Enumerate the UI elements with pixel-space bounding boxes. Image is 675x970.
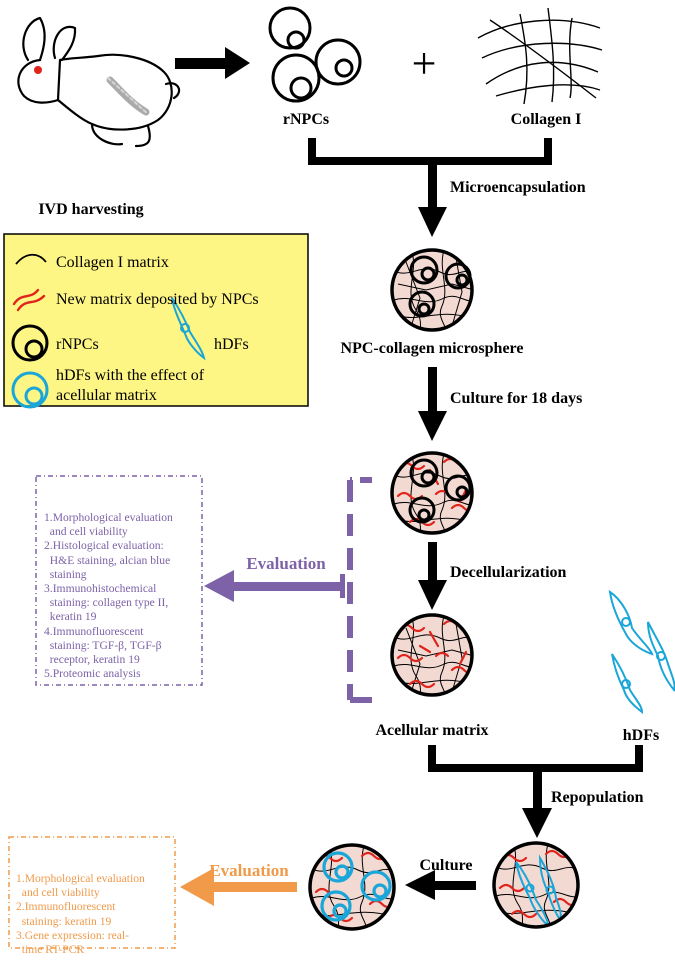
legend-hdfs-effect-2: acellular matrix [56,387,157,404]
evaluation-item: staining [44,567,87,581]
legend-rnpcs: rNPCs [56,336,99,353]
evaluation-item: receptor, keratin 19 [44,653,140,667]
evaluation-bracket-purple [347,477,372,703]
culture-label: Culture [419,857,472,874]
evaluation-item: and cell viability [44,525,128,539]
legend-new-matrix: New matrix deposited by NPCs [56,291,259,308]
evaluation-item: 3.Immunohistochemical [44,582,157,596]
evaluation-item: 2.Histological evaluation: [44,539,164,553]
repopulated-sphere [492,841,580,929]
cultured-microsphere [390,451,474,535]
collagen-matrix-legend-icon [15,253,47,265]
plus-sign: + [412,39,437,88]
hdfs-effect-legend-icon [11,371,49,409]
rnpcs-label: rNPCs [283,111,329,128]
decellularization-label: Decellularization [450,564,567,581]
collagen-label: Collagen I [511,111,582,128]
decellularization-arrow [418,542,447,610]
repopulation-label: Repopulation [551,789,644,806]
culture-arrow [405,870,476,900]
evaluation-item: keratin 19 [44,610,97,624]
microencapsulation-arrow [308,138,552,237]
evaluation-box-2: 1.Morphological evaluation and cell viab… [16,846,172,970]
legend-collagen-matrix: Collagen I matrix [56,254,169,271]
evaluation-item: H&E staining, alcian blue [44,553,171,567]
evaluation-item: 1.Morphological evaluation [16,872,145,885]
rnpcs-legend-icon [11,324,49,362]
evaluation-arrow-purple [204,570,345,602]
evaluation-item: staining: keratin 19 [16,914,112,928]
acellular-matrix-label: Acellular matrix [375,722,488,739]
evaluation-list-1: 1.Morphological evaluation and cell viab… [44,511,200,681]
evaluation-box-1: 1.Morphological evaluation and cell viab… [44,485,200,694]
repopulation-arrow [428,745,643,838]
harvest-arrow [175,47,250,79]
evaluation-item: time RT-PCR [16,943,85,957]
npc-collagen-microsphere [390,248,474,332]
microencapsulation-label: Microencapsulation [450,179,586,196]
evaluation-item: 2.Immunofluorescent [16,900,116,914]
legend [3,233,309,409]
evaluation-box-1-border [35,475,203,686]
hdfs-legend-icon [171,297,206,361]
evaluation-item: 5.Proteomic analysis [44,667,141,681]
evaluation-list-2: 1.Morphological evaluation and cell viab… [16,872,172,957]
hdfs-cells-icon [608,589,675,715]
evaluation-item: staining: collagen type II, [44,596,169,610]
evaluation-label-orange: Evaluation [209,861,289,880]
evaluation-item: staining: TGF-β, TGF-β [44,638,162,652]
evaluation-item: 3.Gene expression: real- [16,928,129,942]
legend-hdfs: hDFs [214,336,249,353]
culture-18-days-label: Culture for 18 days [450,390,582,407]
evaluation-label-purple: Evaluation [246,554,326,573]
hdfs-label: hDFs [623,727,659,744]
new-matrix-legend-icon [12,288,46,312]
evaluation-item: and cell viability [16,886,100,900]
rabbit-icon [17,16,181,148]
ivd-harvesting-label: IVD harvesting [38,201,143,218]
evaluation-item: 1.Morphological evaluation [44,511,173,524]
rnpcs-cells-icon [268,6,362,103]
evaluation-box-2-border [8,836,176,949]
evaluation-arrow-orange [180,868,297,906]
culture-18-days-arrow [418,367,447,441]
collagen-fibers-icon [477,7,603,105]
legend-hdfs-effect-1: hDFs with the effect of [56,367,205,384]
acellular-matrix-sphere [390,613,474,697]
npc-microsphere-label: NPC-collagen microsphere [341,340,524,357]
hdfs-effect-sphere [308,843,396,931]
evaluation-item: 4.Immunofluorescent [44,624,144,638]
